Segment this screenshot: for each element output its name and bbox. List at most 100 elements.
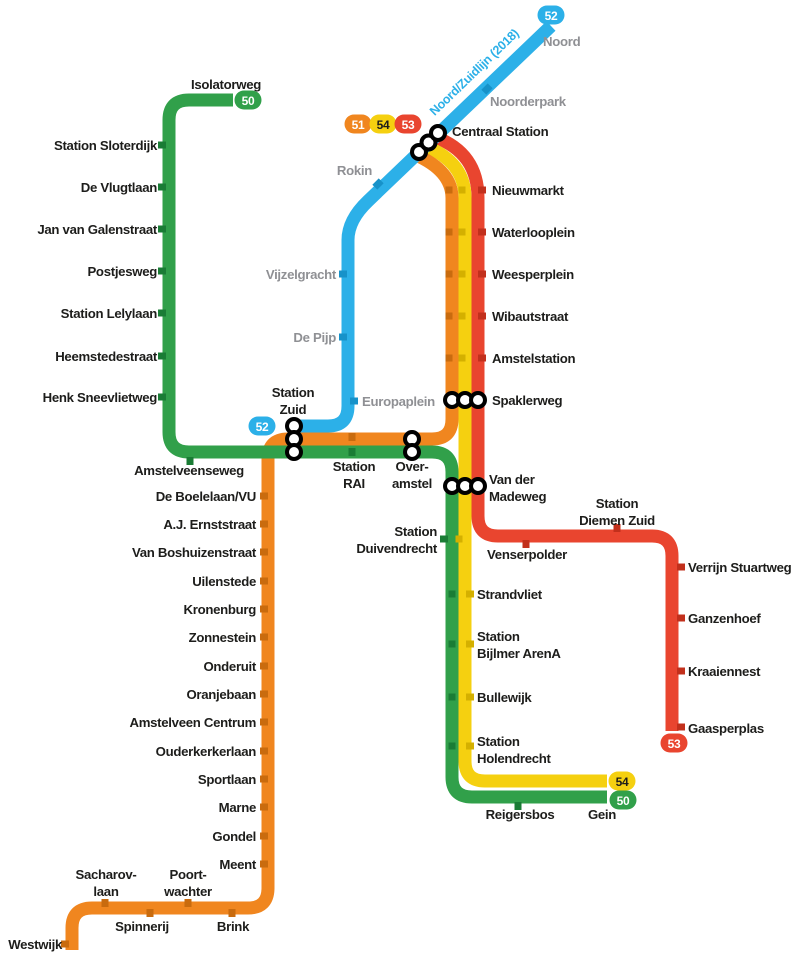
- interchange-circle: [469, 477, 487, 495]
- station-label-spinnerij: Spinnerij: [115, 919, 169, 934]
- station-tick: [158, 352, 166, 360]
- station-tick: [514, 802, 522, 810]
- station-label-ouderkerkerlaan: Ouderkerkerlaan: [156, 744, 257, 759]
- station-label-gondel: Gondel: [212, 829, 256, 844]
- station-tick: [458, 228, 466, 236]
- station-tick: [158, 183, 166, 191]
- station-tick: [61, 940, 69, 948]
- line-badge-pill: [537, 5, 565, 25]
- station-label-station-zuid: Zuid: [280, 402, 307, 417]
- line-badge-54: 54: [608, 771, 636, 791]
- station-tick: [448, 590, 456, 598]
- station-tick: [350, 397, 358, 405]
- station-tick: [158, 141, 166, 149]
- line-badge-pill: [369, 114, 397, 134]
- interchange-circle: [403, 443, 421, 461]
- station-label-van-boshuizenstraat: Van Boshuizenstraat: [132, 545, 257, 560]
- station-tick: [478, 186, 486, 194]
- station-tick: [372, 178, 384, 190]
- station-tick: [466, 693, 474, 701]
- line-badge-pill: [344, 114, 372, 134]
- station-tick: [481, 83, 493, 95]
- line-badge-54: 54: [369, 114, 397, 134]
- line-badge-53: 53: [660, 733, 688, 753]
- station-label-venserpolder: Venserpolder: [487, 547, 567, 562]
- station-label-jan-van-galenstraat: Jan van Galenstraat: [37, 222, 158, 237]
- station-tick: [158, 267, 166, 275]
- station-label-sacharov-laan: Sacharov-: [75, 867, 136, 882]
- station-tick: [228, 909, 236, 917]
- line-badge-number: 53: [668, 737, 681, 751]
- station-tick: [466, 640, 474, 648]
- station-tick: [466, 742, 474, 750]
- station-tick: [260, 662, 268, 670]
- station-tick: [445, 228, 453, 236]
- line-badge-50: 50: [234, 90, 262, 110]
- station-tick: [146, 909, 154, 917]
- station-tick: [339, 270, 347, 278]
- station-label-ganzenhoef: Ganzenhoef: [688, 611, 761, 626]
- station-tick: [448, 693, 456, 701]
- line-badge-50: 50: [609, 790, 637, 810]
- station-tick: [448, 742, 456, 750]
- line-badge-pill: [234, 90, 262, 110]
- station-tick: [339, 333, 347, 341]
- station-label-noorderpark: Noorderpark: [490, 94, 567, 109]
- station-label-de-pijp: De Pijp: [293, 330, 336, 345]
- station-label-kronenburg: Kronenburg: [184, 602, 257, 617]
- station-tick: [260, 718, 268, 726]
- station-tick: [186, 457, 194, 465]
- station-label-station-sloterdijk: Station Sloterdijk: [54, 138, 158, 153]
- station-label-poort-wachter: wachter: [163, 884, 212, 899]
- station-tick: [677, 667, 685, 675]
- station-tick: [260, 803, 268, 811]
- station-label-bullewijk: Bullewijk: [477, 690, 532, 705]
- interchange-spaklerweg: [443, 391, 487, 409]
- station-tick: [440, 535, 448, 543]
- station-tick: [677, 614, 685, 622]
- station-label-meent: Meent: [219, 857, 257, 872]
- line-badge-pill: [394, 114, 422, 134]
- line-badge-52: 52: [537, 5, 565, 25]
- station-label-isolatorweg: Isolatorweg: [191, 77, 261, 92]
- station-tick: [260, 492, 268, 500]
- interchange-station-zuid: [285, 417, 303, 461]
- station-tick: [466, 590, 474, 598]
- station-tick: [260, 832, 268, 840]
- station-label-station-rai: RAI: [343, 476, 365, 491]
- station-label-europaplein: Europaplein: [362, 394, 435, 409]
- station-tick: [458, 186, 466, 194]
- station-label-amstelveenseweg: Amstelveenseweg: [134, 463, 244, 478]
- station-label-a-j-ernststraat: A.J. Ernststraat: [163, 517, 257, 532]
- station-label-gein: Gein: [588, 807, 616, 822]
- station-tick: [348, 433, 356, 441]
- station-label-oranjebaan: Oranjebaan: [186, 687, 256, 702]
- station-label-gaasperplas: Gaasperplas: [688, 721, 764, 736]
- metro-line-51: [65, 149, 459, 950]
- line-badge-pill: [609, 790, 637, 810]
- line-badge-pill: [248, 416, 276, 436]
- station-label-station-bijlmer-arena: Station: [477, 629, 520, 644]
- station-label-over-amstel: Over-: [396, 459, 429, 474]
- station-tick: [260, 633, 268, 641]
- line-badge-53: 53: [394, 114, 422, 134]
- station-label-sportlaan: Sportlaan: [198, 772, 256, 787]
- station-tick: [677, 723, 685, 731]
- station-tick: [260, 577, 268, 585]
- station-label-amstelstation: Amstelstation: [492, 351, 576, 366]
- station-tick: [478, 228, 486, 236]
- station-label-van-der-madeweg: Madeweg: [489, 489, 547, 504]
- station-label-station-bijlmer-arena: Bijlmer ArenA: [477, 646, 561, 661]
- station-label-station-holendrecht: Holendrecht: [477, 751, 552, 766]
- line-badge-52: 52: [248, 416, 276, 436]
- interchange-circle: [429, 124, 447, 142]
- station-label-henk-sneevlietweg: Henk Sneevlietweg: [43, 390, 158, 405]
- line-badge-51: 51: [344, 114, 372, 134]
- station-tick: [677, 563, 685, 571]
- interchange-circle: [469, 391, 487, 409]
- line-badge-number: 52: [545, 9, 558, 23]
- station-tick: [613, 524, 621, 532]
- line-badge-number: 51: [352, 118, 365, 132]
- station-tick: [478, 270, 486, 278]
- station-label-nieuwmarkt: Nieuwmarkt: [492, 183, 565, 198]
